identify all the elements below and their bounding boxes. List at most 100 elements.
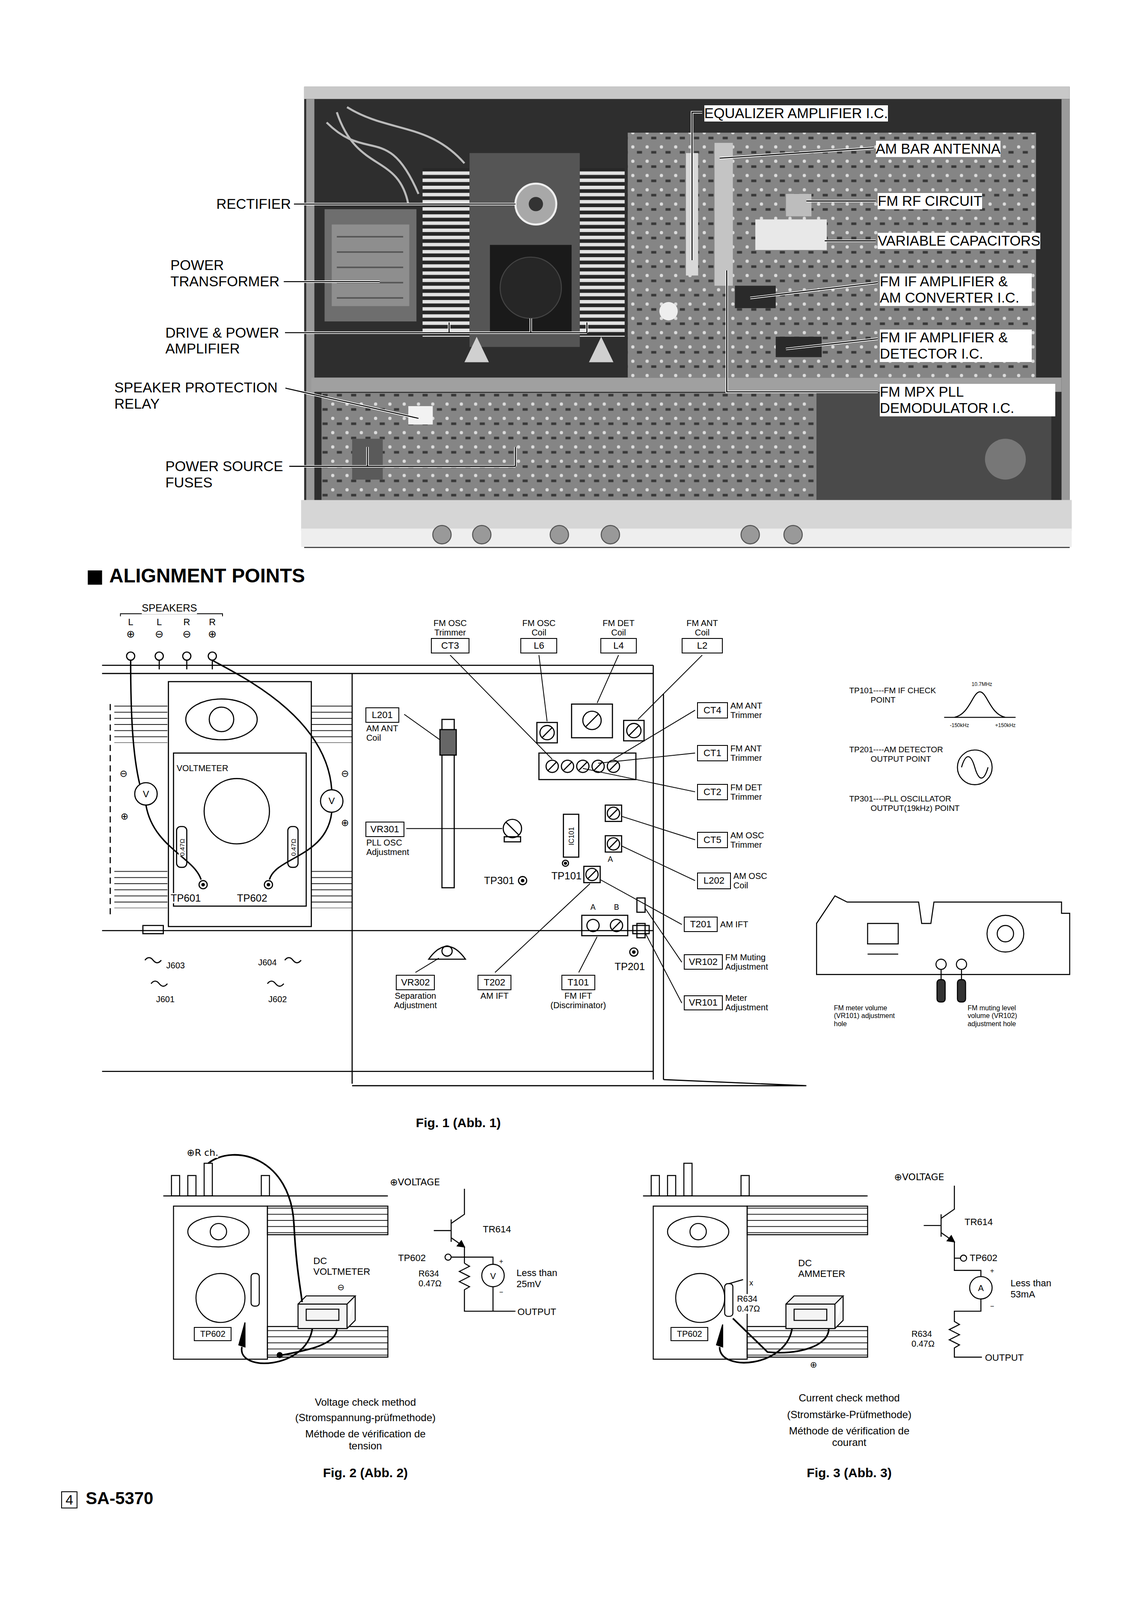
- annotation-text: ⊖: [337, 1282, 345, 1292]
- annotation-text: -150kHz: [949, 722, 970, 729]
- annotation-text: 0.47Ω: [289, 838, 297, 856]
- part-code: CT4: [703, 705, 722, 716]
- annotation-text: FM IF AMPLIFIER & AM CONVERTER I.C.: [879, 273, 1032, 306]
- part-label-box: CT3FM OSC Trimmer: [430, 638, 470, 654]
- part-code: L2: [697, 641, 708, 651]
- part-label-box: VR302Separation Adjustment: [395, 974, 435, 991]
- part-label-box: CT5AM OSC Trimmer: [697, 831, 728, 849]
- annotation-text: Méthode de vérification de tension: [302, 1427, 429, 1452]
- part-label-box: 4: [61, 1491, 78, 1509]
- part-label-box: TP602: [670, 1326, 709, 1342]
- annotation-text: ⊕VOLTAGE: [389, 1176, 440, 1188]
- annotation-text: ⊖: [119, 768, 128, 779]
- part-code: L4: [613, 641, 624, 651]
- annotation-text: SPEAKERS: [141, 602, 197, 615]
- annotation-text: V: [489, 1271, 496, 1281]
- part-code: L6: [533, 641, 544, 651]
- part-code: VR102: [688, 957, 718, 967]
- annotation-text: TP301: [483, 875, 515, 886]
- annotation-text: −: [498, 1288, 503, 1296]
- annotation-text: IC101: [568, 826, 576, 846]
- annotation-text: A: [590, 903, 596, 912]
- annotation-text: R634 0.47Ω: [736, 1294, 767, 1314]
- part-description: FM Muting Adjustment: [725, 952, 781, 972]
- part-description: PLL OSC Adjustment: [366, 837, 414, 857]
- part-description: FM OSC Trimmer: [429, 618, 471, 638]
- part-code: T202: [483, 977, 506, 988]
- part-description: AM ANT Trimmer: [730, 700, 772, 720]
- annotation-text: ⊕: [120, 811, 129, 822]
- annotation-text: SA-5370: [85, 1488, 154, 1509]
- part-description: FM IFT (Discriminator): [548, 991, 609, 1010]
- annotation-text: EQUALIZER AMPLIFIER I.C.: [704, 105, 888, 122]
- part-label-box: VR101Meter Adjustment: [683, 995, 723, 1011]
- waveform-symbols: [944, 691, 1016, 785]
- annotation-text: Fig. 3 (Abb. 3): [806, 1465, 892, 1481]
- leader-lines: [404, 655, 703, 1004]
- part-label-box: CT2FM DET Trimmer: [697, 783, 728, 801]
- alignment-layout: [102, 613, 807, 1086]
- annotation-text: ⊕: [341, 818, 349, 828]
- annotation-text: Less than 53mA: [1010, 1277, 1058, 1300]
- annotation-text: (Stromspannung-prüfmethode): [295, 1411, 436, 1424]
- annotation-text: TP101----FM IF CHECK POINT: [849, 685, 953, 705]
- part-code: L202: [703, 875, 725, 886]
- annotation-text: x: [749, 1279, 754, 1287]
- part-label-box: CT4AM ANT Trimmer: [697, 702, 728, 719]
- annotation-text: L: [127, 616, 134, 628]
- annotation-text: OUTPUT: [985, 1352, 1024, 1363]
- annotation-text: FM MPX PLL DEMODULATOR I.C.: [879, 383, 1056, 417]
- annotation-text: B: [614, 903, 620, 912]
- part-description: FM ANT Coil: [682, 618, 723, 638]
- annotation-text: Voltage check method: [314, 1396, 416, 1409]
- part-code: L201: [371, 710, 393, 720]
- part-code: T101: [567, 977, 589, 988]
- annotation-text: ⊕VOLTAGE: [893, 1171, 945, 1183]
- annotation-text: +: [498, 1258, 503, 1265]
- annotation-text: ⊕: [126, 628, 135, 641]
- annotation-text: VARIABLE CAPACITORS: [877, 232, 1041, 250]
- annotation-text: Fig. 1 (Abb. 1): [415, 1115, 501, 1131]
- voltage-check-illustration: [163, 1154, 389, 1364]
- annotation-text: Fig. 2 (Abb. 2): [323, 1465, 408, 1481]
- annotation-text: J603: [166, 961, 185, 970]
- annotation-text: R: [183, 616, 191, 628]
- part-label-box: VR301PLL OSC Adjustment: [365, 821, 405, 838]
- annotation-text: TP601: [170, 893, 202, 904]
- part-label-box: T202AM IFT: [477, 974, 512, 991]
- annotation-text: L: [156, 616, 162, 628]
- annotation-text: R634 0.47Ω: [911, 1329, 942, 1349]
- annotation-text: A: [978, 1283, 984, 1293]
- annotation-text: A: [607, 855, 613, 864]
- part-label-box: L6FM OSC Coil: [520, 638, 558, 654]
- part-code: TP602: [676, 1329, 703, 1339]
- part-code: T201: [689, 919, 712, 930]
- part-description: AM OSC Coil: [733, 871, 775, 891]
- part-label-box: L202AM OSC Coil: [697, 872, 731, 889]
- section-heading: ALIGNMENT POINTS: [109, 564, 305, 588]
- part-code: CT3: [441, 641, 460, 651]
- adjustment-hole-view: [816, 896, 1070, 1003]
- annotation-text: DRIVE & POWER AMPLIFIER: [165, 324, 285, 358]
- annotation-text: Current check method: [798, 1392, 900, 1405]
- part-description: FM ANT Trimmer: [730, 743, 772, 763]
- annotation-text: Méthode de vérification de courant: [786, 1424, 913, 1449]
- annotation-text: V: [142, 789, 150, 799]
- voltage-check-schematic: [433, 1188, 516, 1312]
- annotation-text: +: [990, 1267, 995, 1275]
- part-description: FM DET Trimmer: [730, 782, 772, 802]
- part-label-box: T101FM IFT (Discriminator): [561, 974, 596, 991]
- annotation-text: ⊖: [182, 628, 191, 641]
- part-description: Separation Adjustment: [391, 991, 440, 1010]
- annotation-text: TP602: [397, 1252, 426, 1264]
- annotation-text: TP201----AM DETECTOR OUTPUT POINT: [849, 745, 953, 764]
- annotation-text: J602: [268, 994, 287, 1004]
- part-code: CT1: [703, 748, 722, 758]
- part-code: 4: [65, 1493, 74, 1507]
- annotation-text: ⊖: [341, 768, 349, 779]
- part-label-box: L4FM DET Coil: [600, 638, 638, 654]
- annotation-text: ⊕: [810, 1360, 818, 1369]
- annotation-text: TP201: [614, 961, 645, 972]
- annotation-text: DC AMMETER: [798, 1257, 858, 1280]
- part-code: VR101: [688, 997, 718, 1008]
